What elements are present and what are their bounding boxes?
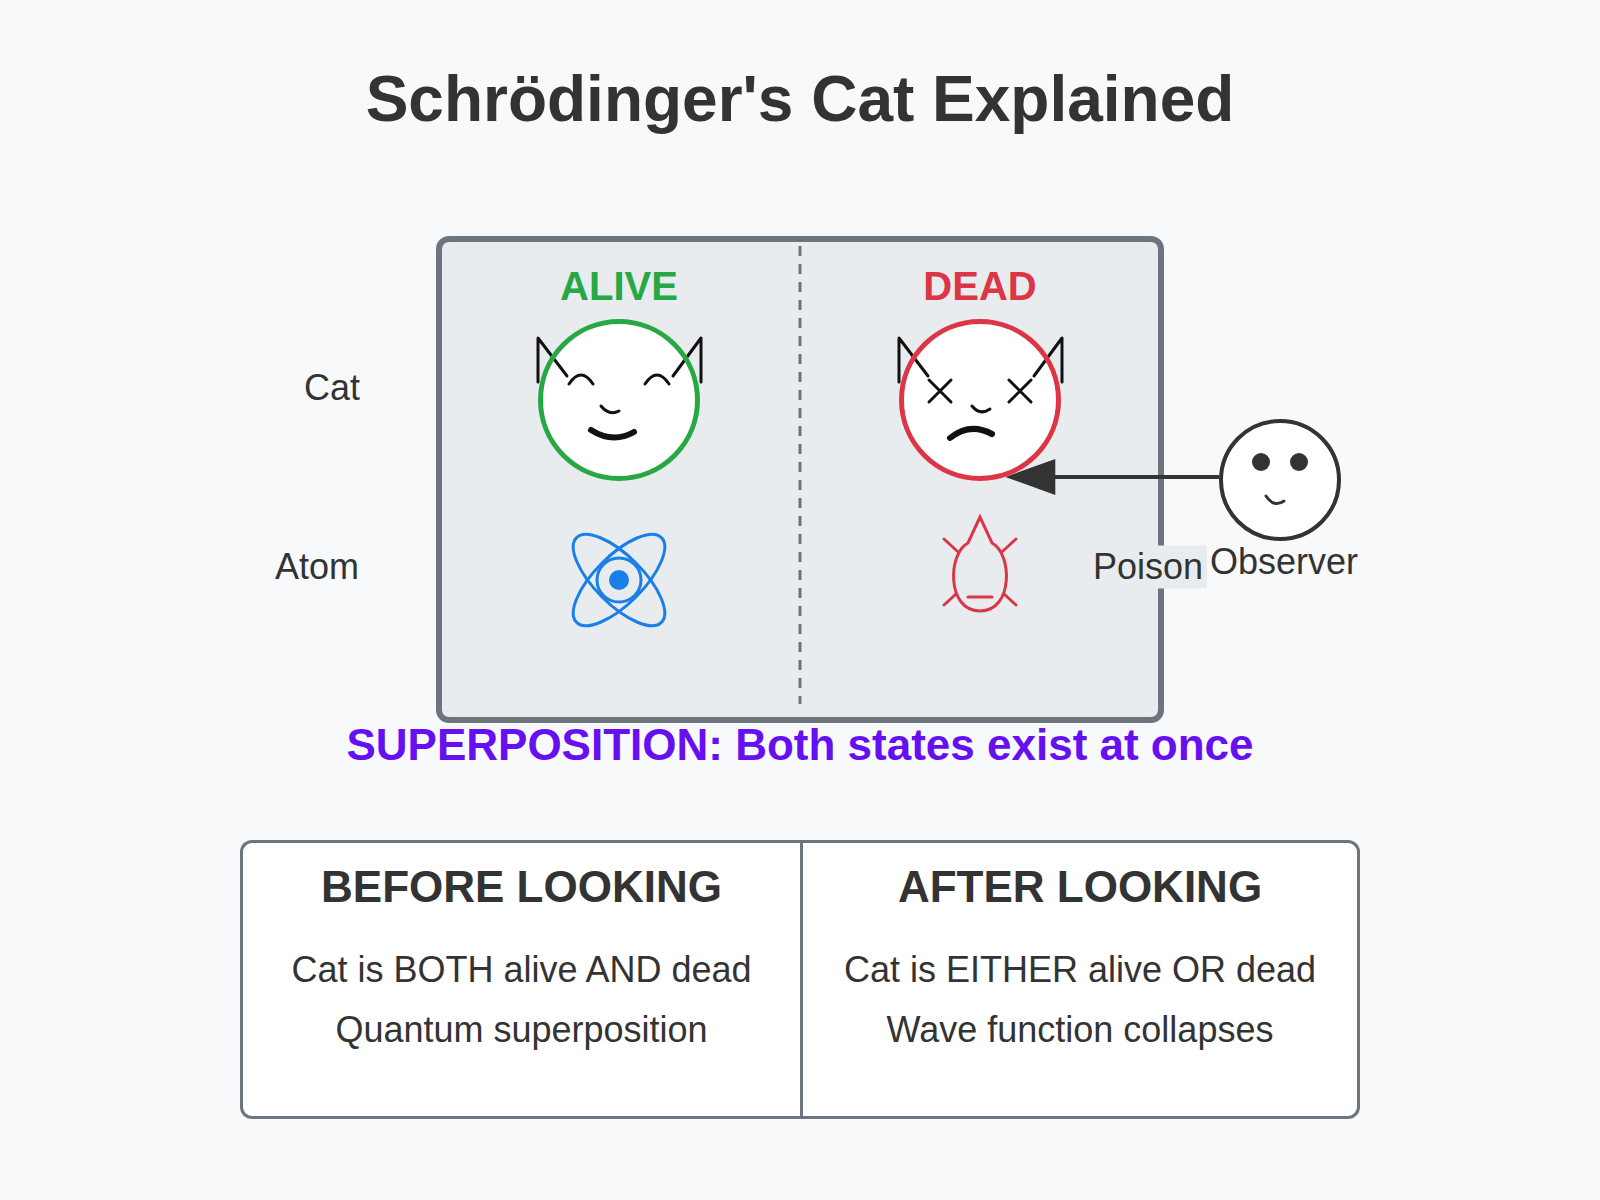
- circle-outline: [899, 319, 1061, 481]
- circle-outline: [902, 322, 1059, 479]
- observer-eye: [1252, 453, 1270, 471]
- poison-label: Poison: [1089, 545, 1207, 588]
- cat-face-fill: [541, 322, 697, 478]
- superposition-note: SUPERPOSITION: Both states exist at once: [346, 719, 1253, 772]
- poison-bottle: [954, 517, 1007, 611]
- cat-nose: [972, 406, 990, 412]
- cat-x-eye: [1009, 380, 1031, 402]
- state-divider: [799, 246, 802, 704]
- cat-nose: [601, 406, 619, 413]
- panel-heading: AFTER LOOKING: [898, 861, 1262, 914]
- after-panel: AFTER LOOKING Cat is EITHER alive OR dead…: [800, 840, 1360, 1119]
- circle-outline: [538, 319, 700, 481]
- panel-text: Wave function collapses: [887, 1008, 1274, 1051]
- alive-cat-circle: ALIVE: [538, 319, 700, 481]
- cat-eye: [569, 375, 593, 384]
- state-heading: DEAD: [923, 262, 1036, 310]
- dead-cat-circle: DEAD: [899, 319, 1061, 481]
- cat-x-eye: [929, 380, 951, 402]
- experiment-box: [439, 239, 1161, 720]
- atom-symbol: [560, 521, 679, 640]
- circle-outline: [1221, 421, 1339, 539]
- circle-outline: [541, 322, 698, 479]
- atom-orbit: [597, 558, 641, 602]
- atom-orbit: [560, 521, 679, 640]
- panel-text: Quantum superposition: [335, 1008, 707, 1051]
- cat-smile: [591, 430, 634, 438]
- cat-eye: [645, 375, 669, 384]
- diagram-title: Schrödinger's Cat Explained: [0, 61, 1600, 137]
- observer-circle: Observer: [1219, 419, 1341, 541]
- connector-line: [1053, 475, 1219, 479]
- observer-face-fill: [1221, 421, 1339, 539]
- cat-frown: [950, 429, 992, 438]
- arrowhead: [1005, 459, 1055, 495]
- poison-symbol: [944, 517, 1016, 611]
- circle-outline: [1219, 419, 1341, 541]
- atom-orbit: [560, 521, 679, 640]
- state-heading: ALIVE: [560, 262, 678, 310]
- observer-smile: [1266, 496, 1284, 504]
- observe-arrow: [1005, 459, 1219, 495]
- observer-eye: [1290, 453, 1308, 471]
- poison-mark: [968, 596, 992, 599]
- row-label: Cat: [304, 366, 360, 409]
- before-panel: BEFORE LOOKING Cat is BOTH alive AND dead…: [240, 840, 800, 1119]
- observer-face: [1252, 453, 1308, 504]
- panel-text: Cat is EITHER alive OR dead: [844, 948, 1316, 991]
- observer-label: Observer: [1210, 540, 1358, 583]
- panel-text: Cat is BOTH alive AND dead: [291, 948, 751, 991]
- panel-heading: BEFORE LOOKING: [321, 861, 722, 914]
- row-label: Atom: [275, 545, 359, 588]
- atom-nucleus: [609, 570, 629, 590]
- cat-face-fill: [902, 322, 1058, 478]
